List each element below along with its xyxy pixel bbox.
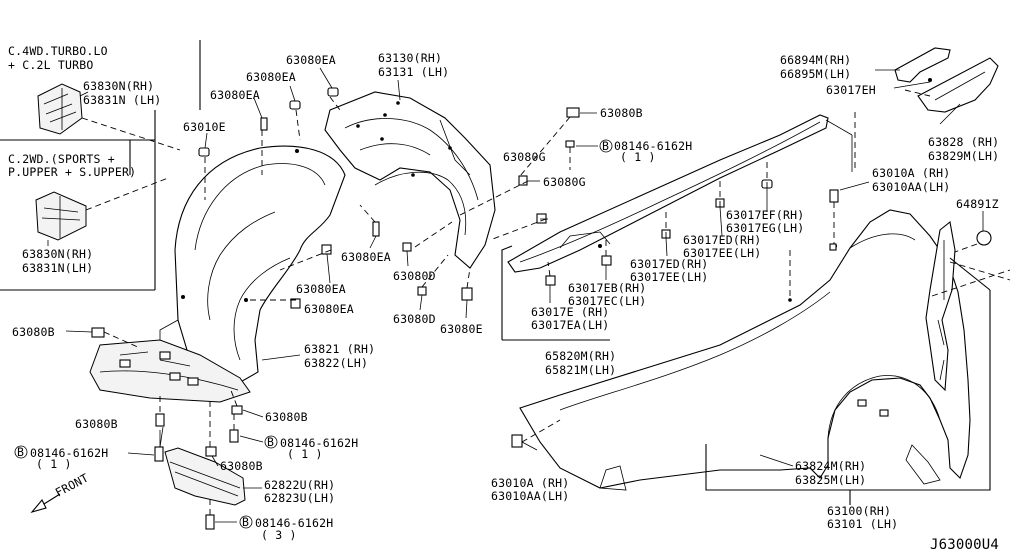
callout-labels: 63080EA 63130(RH) 63131 (LH) 63080EA 630… — [12, 51, 999, 553]
label-63017eg: 63017EG(LH) — [726, 221, 804, 235]
label-63080e: 63080E — [440, 322, 483, 336]
label-63017ed: 63017ED(RH) — [683, 233, 761, 247]
fender-bracket — [925, 220, 956, 392]
label-63010a-rh: 63010A (RH) — [872, 166, 950, 180]
label-63017ee-2: 63017EE(LH) — [630, 270, 708, 284]
label-63017ef: 63017EF(RH) — [726, 208, 804, 222]
label-bolt-mid: 08146-6162H — [280, 436, 358, 450]
label-bolt-mid-qty: ( 1 ) — [287, 447, 323, 461]
label-63010aa-bottom: 63010AA(LH) — [491, 489, 569, 503]
label-63080b-left: 63080B — [12, 325, 55, 339]
label-63824m: 63824M(RH) — [795, 459, 866, 473]
diagram-code: J63000U4 — [930, 537, 999, 553]
splash-guard-b — [35, 191, 87, 241]
label-63080ea-3: 63080EA — [210, 88, 260, 102]
label-63131: 63131 (LH) — [378, 65, 449, 79]
label-63080b-low: 63080B — [265, 410, 308, 424]
variant-a-title-2: + C.2L TURBO — [8, 58, 93, 72]
label-63825m: 63825M(LH) — [795, 473, 866, 487]
fender-protector-rear — [324, 91, 496, 269]
label-front: FRONT — [53, 471, 91, 500]
label-63080ea-6: 63080EA — [304, 302, 354, 316]
bolt-mid-circle-b-icon — [264, 435, 278, 449]
label-63828: 63828 (RH) — [928, 135, 999, 149]
leader-lines — [65, 67, 1011, 523]
label-bolt-top: 08146-6162H — [614, 139, 692, 153]
bolt-top-circle-b-icon — [599, 139, 613, 153]
variant-a-title-1: C.4WD.TURBO.LO — [8, 44, 108, 58]
label-63017ec: 63017EC(LH) — [568, 294, 646, 308]
label-65821m: 65821M(LH) — [545, 363, 616, 377]
label-bolt-left-qty: ( 1 ) — [36, 457, 72, 471]
label-63017e: 63017E (RH) — [531, 305, 609, 319]
front-fender — [519, 209, 971, 491]
label-bolt-left: 08146-6162H — [30, 446, 108, 460]
bolt-bot-circle-b-letter: B — [242, 515, 249, 529]
label-63130: 63130(RH) — [378, 51, 442, 65]
label-63010a-bottom: 63010A (RH) — [491, 476, 569, 490]
label-63017ee-1: 63017EE(LH) — [683, 246, 761, 260]
bolt-top-circle-b-letter: B — [602, 139, 609, 153]
label-63017ea: 63017EA(LH) — [531, 318, 609, 332]
variant-b-rh: 63830N(RH) — [22, 247, 93, 261]
label-63080ea-5: 63080EA — [296, 282, 346, 296]
label-63080d-2: 63080D — [393, 312, 436, 326]
label-bolt-top-qty: ( 1 ) — [620, 150, 656, 164]
label-63017eb: 63017EB(RH) — [568, 281, 646, 295]
fender-protector-front — [89, 145, 346, 403]
label-63017eh: 63017EH — [826, 83, 876, 97]
label-63010e: 63010E — [183, 120, 226, 134]
variant-panel: C.4WD.TURBO.LO + C.2L TURBO 63830N(RH) 6… — [0, 40, 201, 291]
label-63080b-top: 63080B — [600, 106, 643, 120]
lower-bracket — [164, 447, 246, 506]
label-63821: 63821 (RH) — [304, 342, 375, 356]
label-63080b-bot: 63080B — [220, 459, 263, 473]
label-63100: 63100(RH) — [827, 504, 891, 518]
bolt-bot-circle-b-icon — [239, 515, 253, 529]
variant-a-rh: 63830N(RH) — [83, 79, 154, 93]
label-63080d-1: 63080D — [393, 269, 436, 283]
label-66894m: 66894M(RH) — [780, 53, 851, 67]
label-64891z: 64891Z — [956, 197, 999, 211]
label-63822: 63822(LH) — [304, 356, 368, 370]
label-63080ea-1: 63080EA — [286, 53, 336, 67]
bolt-mid-circle-b-letter: B — [267, 435, 274, 449]
variant-b-title-1: C.2WD.(SPORTS + — [8, 152, 115, 166]
variant-b-lh: 63831N(LH) — [22, 261, 93, 275]
bolt-left-circle-b-letter: B — [17, 445, 24, 459]
label-bolt-bot: 08146-6162H — [255, 516, 333, 530]
label-63080g-2: 63080G — [543, 175, 586, 189]
fender-rear-trim — [894, 47, 999, 113]
label-63080ea-4: 63080EA — [341, 250, 391, 264]
label-65820m: 65820M(RH) — [545, 349, 616, 363]
label-63017ed-2: 63017ED(RH) — [630, 257, 708, 271]
label-63080b-mid: 63080B — [75, 417, 118, 431]
variant-a-lh: 63831N (LH) — [83, 93, 161, 107]
label-62822u: 62822U(RH) — [264, 478, 335, 492]
label-63101: 63101 (LH) — [827, 517, 898, 531]
label-63829m: 63829M(LH) — [928, 149, 999, 163]
label-bolt-bot-qty: ( 3 ) — [261, 528, 297, 542]
label-63080g-1: 63080G — [503, 150, 546, 164]
label-63010aa: 63010AA(LH) — [872, 180, 950, 194]
label-62823u: 62823U(LH) — [264, 491, 335, 505]
variant-b-title-2: P.UPPER + S.UPPER) — [8, 165, 136, 179]
label-63080ea-2: 63080EA — [246, 70, 296, 84]
bolt-left-circle-b-icon — [14, 445, 28, 459]
fender-side-cover — [507, 114, 829, 273]
label-66895m: 66895M(LH) — [780, 67, 851, 81]
front-arrow-icon — [30, 493, 61, 514]
